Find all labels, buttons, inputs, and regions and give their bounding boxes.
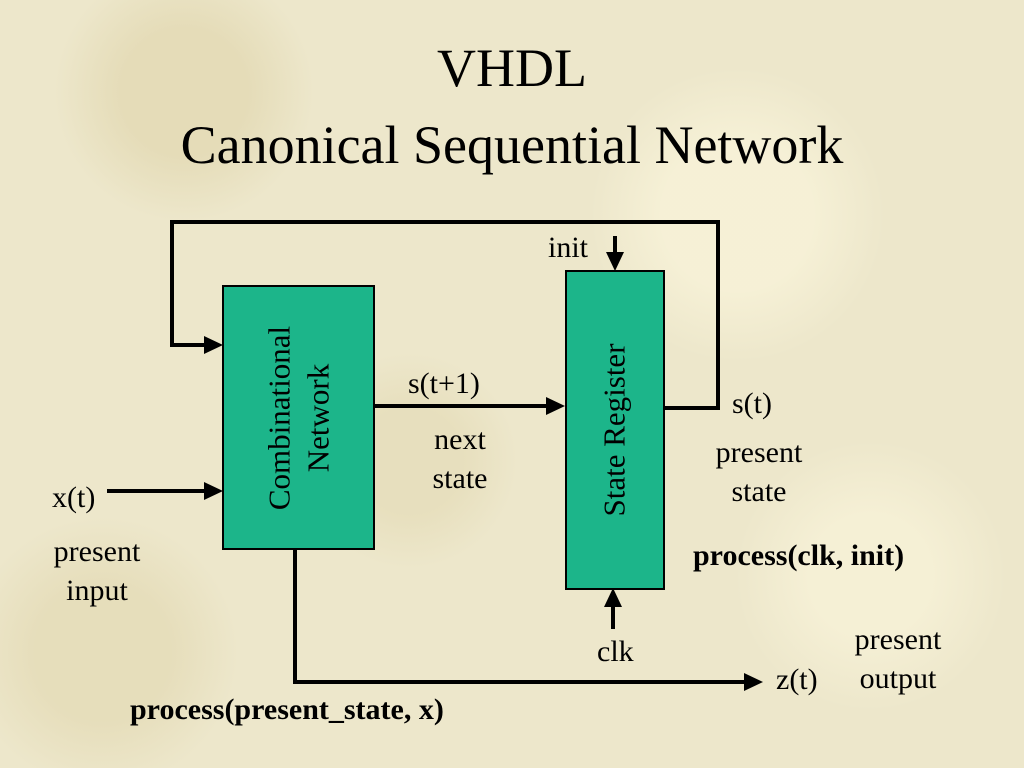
feedback-line-top: [170, 220, 720, 224]
combinational-network-label: Combinational Network: [260, 325, 335, 510]
init-label: init: [548, 231, 589, 264]
init-line: [613, 236, 617, 254]
present-input-label: present input: [53, 535, 141, 607]
present-output-label: present output: [854, 623, 942, 695]
title-line-2: Canonical Sequential Network: [180, 114, 844, 175]
feedback-line-into-box: [170, 343, 208, 347]
feedback-arrowhead-icon: [204, 336, 223, 354]
next-state-arrowhead-icon: [546, 397, 565, 415]
s-t-label: s(t): [732, 387, 772, 420]
init-arrowhead-icon: [606, 252, 624, 271]
next-state-label: next state: [432, 423, 488, 495]
clk-arrowhead-icon: [604, 588, 622, 607]
present-state-label: present state: [715, 436, 803, 508]
input-arrowhead-icon: [204, 482, 223, 500]
state-output-line: [665, 406, 720, 410]
state-register-label: State Register: [596, 343, 632, 517]
combinational-network-box: Combinational Network: [222, 285, 375, 550]
slide-title: VHDL Canonical Sequential Network: [0, 30, 1024, 183]
clk-label: clk: [597, 635, 634, 668]
x-t-label: x(t): [52, 481, 96, 514]
process-clk-init-label: process(clk, init): [693, 539, 905, 572]
output-arrowhead-icon: [744, 673, 763, 691]
process-present-state-x-label: process(present_state, x): [130, 693, 444, 726]
feedback-line-left: [170, 220, 174, 347]
z-t-label: z(t): [776, 663, 818, 696]
output-line-horizontal: [293, 680, 746, 684]
input-line: [107, 489, 207, 493]
feedback-line-right: [716, 220, 720, 410]
s-t-plus-1-label: s(t+1): [408, 367, 480, 400]
clk-line: [611, 605, 615, 629]
title-line-1: VHDL: [437, 38, 587, 98]
next-state-line: [375, 404, 548, 408]
output-line-vertical: [293, 548, 297, 684]
state-register-box: State Register: [565, 270, 665, 590]
